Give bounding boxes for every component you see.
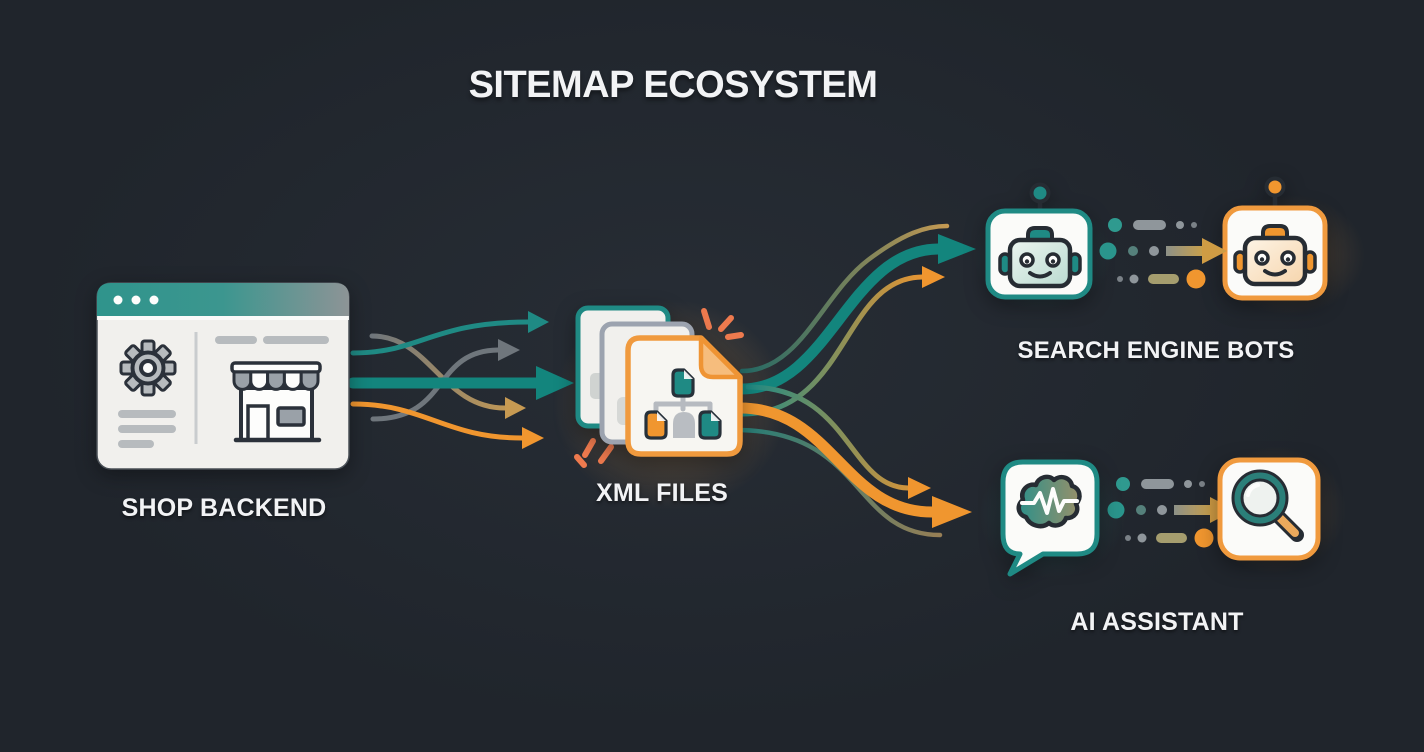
diagram-title: SITEMAP ECOSYSTEM <box>468 64 878 106</box>
shop-backend-node <box>96 282 350 470</box>
sitemap-tree-icon <box>644 368 722 440</box>
flow-xml-to-bots <box>736 223 976 417</box>
teal-crawler-robot-icon <box>985 182 1093 300</box>
ai-assistant-label: AI ASSISTANT <box>1070 608 1244 636</box>
flow-backend-to-xml <box>347 311 574 449</box>
sparkle-accents <box>574 308 744 468</box>
ai-data-trail <box>1107 477 1235 548</box>
flow-xml-to-ai <box>733 384 972 538</box>
text-placeholder-lines <box>118 336 329 448</box>
bot-data-trail <box>1099 218 1227 289</box>
browser-titlebar <box>97 283 349 316</box>
xml-document-front-icon <box>625 335 743 457</box>
orange-index-robot-icon <box>1222 176 1328 301</box>
brain-speech-bubble-icon <box>1000 459 1100 577</box>
storefront-icon <box>230 361 322 443</box>
xml-files-node <box>575 305 743 457</box>
gear-icon <box>119 339 177 397</box>
magnifier-icon <box>1217 457 1321 561</box>
xml-files-label: XML FILES <box>596 479 728 507</box>
search-engine-bots-label: SEARCH ENGINE BOTS <box>1017 337 1295 364</box>
browser-window-dots-icon <box>113 295 159 305</box>
shop-backend-label: SHOP BACKEND <box>121 494 327 522</box>
